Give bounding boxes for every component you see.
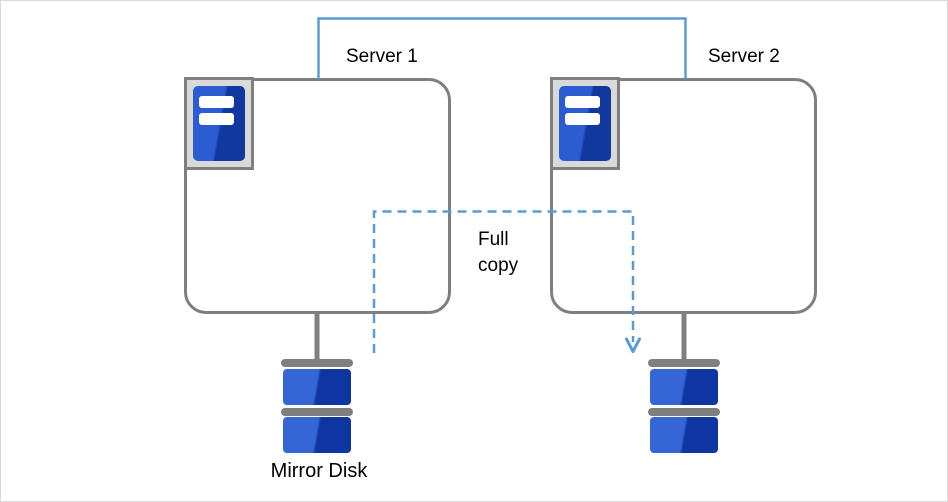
mirror-disk1-icon bbox=[283, 417, 351, 453]
server-icon-slot-bar bbox=[565, 113, 600, 125]
server-icon-slot-bar bbox=[199, 96, 234, 108]
server-icon-slot-bar bbox=[565, 96, 600, 108]
full-copy-label: Full copy bbox=[478, 229, 519, 276]
mirror-disk1-icon bbox=[281, 408, 353, 416]
mirror-disk-label: Mirror Disk bbox=[270, 460, 368, 482]
mirror-disk2-icon bbox=[648, 408, 720, 416]
mirror-disk2-icon bbox=[650, 417, 718, 453]
server-icon-body bbox=[559, 86, 611, 161]
mirror-disk2-icon bbox=[648, 359, 720, 367]
server-icon-slot-bar bbox=[199, 113, 234, 125]
mirror-disk2-icon bbox=[650, 369, 718, 405]
mirror-disk1-icon bbox=[281, 359, 353, 367]
mirror-disk1-icon bbox=[283, 369, 351, 405]
server-icon-body bbox=[193, 86, 245, 161]
server2-label: Server 2 bbox=[708, 46, 780, 67]
server2-server-icon bbox=[550, 77, 620, 170]
server1-server-icon bbox=[184, 77, 254, 170]
arrow-down-icon bbox=[625, 337, 641, 353]
server1-label: Server 1 bbox=[346, 46, 418, 67]
